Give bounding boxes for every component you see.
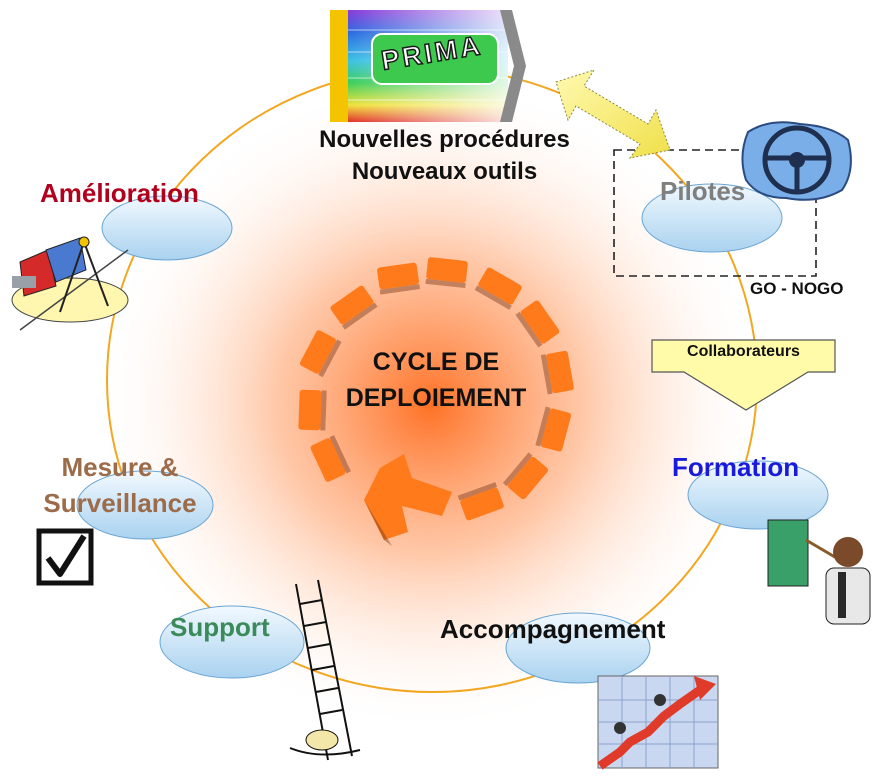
ellipse-support[interactable] <box>159 605 305 679</box>
compass-clipart <box>11 236 129 331</box>
pilot-dashed-box <box>613 149 817 277</box>
label-mesure-line1: Mesure & <box>61 452 179 482</box>
collaborateurs-arrow <box>651 339 836 411</box>
center-title-line2: DEPLOIEMENT <box>345 384 527 412</box>
top-caption-line2: Nouveaux outils <box>351 158 538 185</box>
label-formation: Formation <box>672 452 800 482</box>
ellipse-accompagnement[interactable] <box>505 612 651 684</box>
label-collaborateurs: Collaborateurs <box>687 343 800 360</box>
label-go-nogo: GO - NOGO <box>750 279 844 298</box>
top-caption-line1: Nouvelles procédures <box>319 126 570 153</box>
growth-chart-clipart <box>597 675 719 770</box>
ladder-clipart <box>289 579 361 761</box>
steering-wheel-clipart <box>741 121 852 201</box>
checkbox-clipart <box>36 528 94 586</box>
prima-logo <box>330 10 526 122</box>
center-glow <box>90 75 770 735</box>
double-arrow <box>555 69 671 159</box>
ellipse-formation[interactable] <box>687 460 829 530</box>
cycle-dashes <box>298 257 574 546</box>
ellipse-pilotes[interactable] <box>641 183 783 253</box>
label-pilotes: Pilotes <box>660 176 746 206</box>
ellipse-mesure[interactable] <box>76 470 214 540</box>
label-accompagnement: Accompagnement <box>440 614 666 644</box>
label-support: Support <box>170 612 270 642</box>
trainer-clipart <box>767 519 871 625</box>
label-mesure-line2: Surveillance <box>43 488 197 518</box>
ellipse-amelioration[interactable] <box>101 195 233 261</box>
label-amelioration: Amélioration <box>40 178 199 208</box>
center-title-line1: CYCLE DE <box>372 348 500 376</box>
